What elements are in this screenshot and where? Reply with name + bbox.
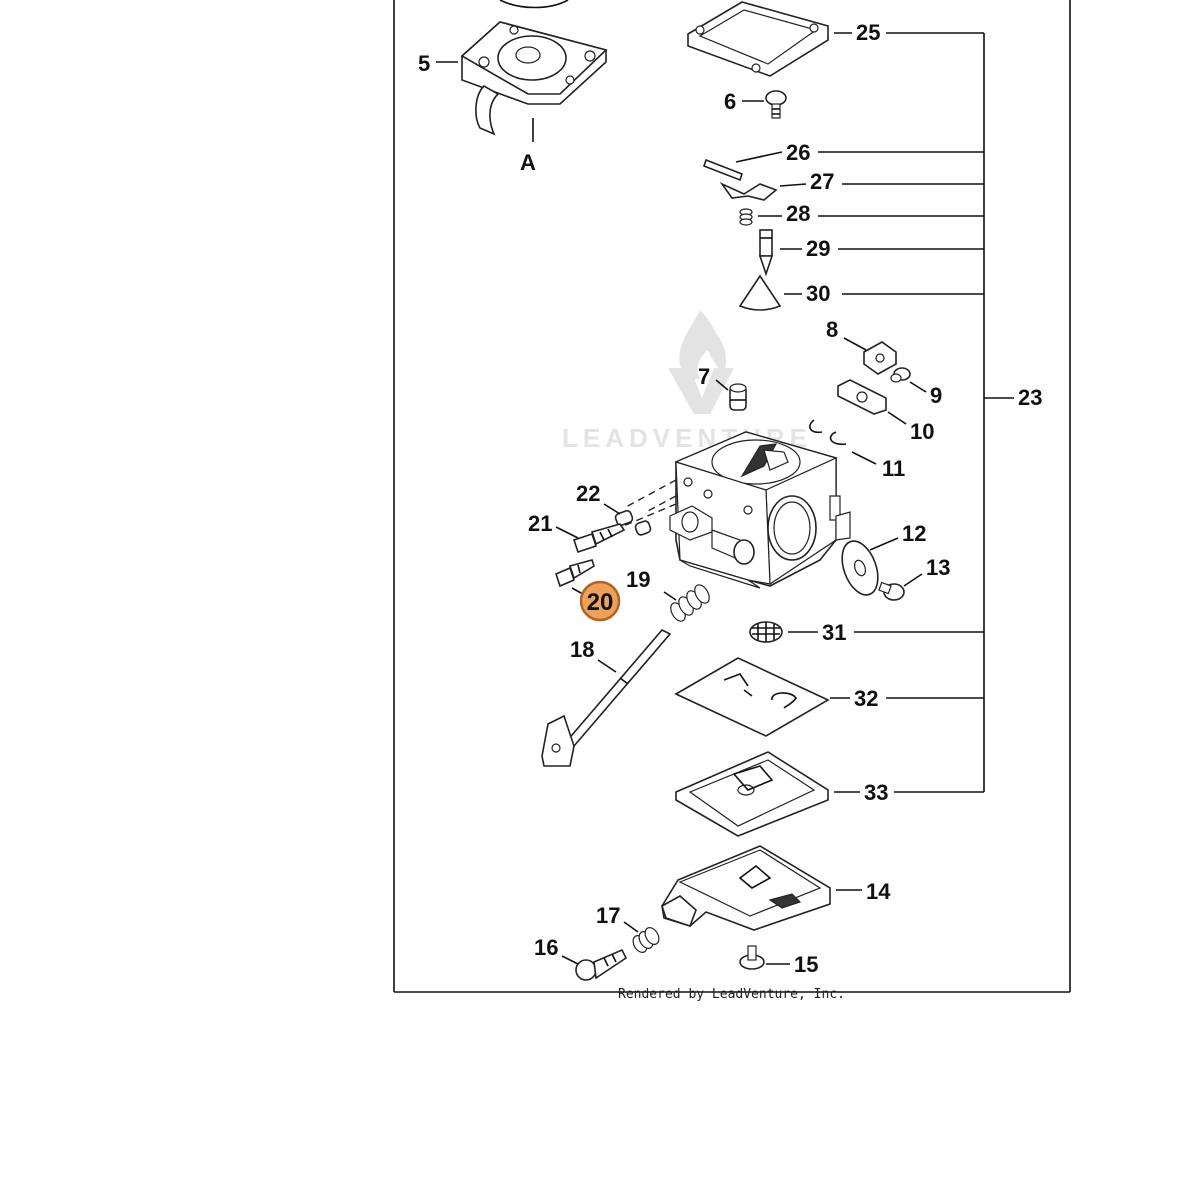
label-9: 9 bbox=[930, 383, 942, 408]
diagram-frame bbox=[393, 0, 1071, 993]
part-5-pump-cover[interactable] bbox=[460, 0, 608, 136]
label-8: 8 bbox=[826, 317, 838, 342]
label-16: 16 bbox=[534, 935, 558, 960]
part-31-filter-screen[interactable] bbox=[749, 621, 783, 643]
label-6: 6 bbox=[724, 89, 736, 114]
part-16-screw[interactable] bbox=[575, 948, 628, 981]
part-33-diaphragm[interactable] bbox=[675, 751, 829, 837]
part-18-throttle-shaft[interactable] bbox=[541, 629, 672, 767]
label-5: 5 bbox=[418, 51, 430, 76]
label-7: 7 bbox=[698, 364, 710, 389]
part-27-lever[interactable] bbox=[719, 182, 778, 201]
part-25-gasket[interactable] bbox=[687, 1, 829, 77]
part-15-screw[interactable] bbox=[739, 945, 765, 970]
carburetor-body[interactable] bbox=[669, 431, 851, 589]
part-17-spring[interactable] bbox=[630, 925, 661, 955]
part-6-screw[interactable] bbox=[765, 90, 787, 119]
part-32-gasket[interactable] bbox=[674, 657, 830, 737]
highlight-badge-20[interactable]: 20 bbox=[579, 580, 621, 622]
label-11: 11 bbox=[882, 456, 905, 481]
label-22: 22 bbox=[576, 481, 600, 506]
leadventure-watermark: LEADVENTURE bbox=[562, 310, 807, 453]
label-15: 15 bbox=[794, 952, 818, 977]
part-22-sleeve[interactable] bbox=[614, 509, 652, 536]
label-26: 26 bbox=[786, 140, 810, 165]
label-14: 14 bbox=[866, 879, 891, 904]
label-31: 31 bbox=[822, 620, 846, 645]
render-credit: Rendered by LeadVenture, Inc. bbox=[618, 987, 845, 1002]
part-10-gasket[interactable] bbox=[837, 379, 887, 415]
part-7-plug[interactable] bbox=[729, 383, 747, 411]
part-8-fitting[interactable] bbox=[863, 341, 897, 375]
label-32: 32 bbox=[854, 686, 878, 711]
part-26-pin[interactable] bbox=[703, 158, 743, 182]
label-18: 18 bbox=[570, 637, 594, 662]
part-19-spring[interactable] bbox=[668, 582, 712, 623]
part-11-clips[interactable] bbox=[809, 419, 847, 446]
label-29: 29 bbox=[806, 236, 830, 261]
label-27: 27 bbox=[810, 169, 834, 194]
part-28-spring[interactable] bbox=[739, 208, 753, 226]
label-30: 30 bbox=[806, 281, 830, 306]
label-13: 13 bbox=[926, 555, 950, 580]
label-33: 33 bbox=[864, 780, 888, 805]
part-29-inlet-needle[interactable] bbox=[758, 229, 774, 277]
part-21-adjust-screw[interactable] bbox=[572, 523, 626, 554]
callout-a: A bbox=[520, 150, 536, 175]
label-17: 17 bbox=[596, 903, 620, 928]
part-9-screw[interactable] bbox=[890, 367, 911, 383]
group-bracket-23 bbox=[983, 33, 1014, 792]
label-19: 19 bbox=[626, 567, 650, 592]
label-12: 12 bbox=[902, 521, 926, 546]
label-25: 25 bbox=[856, 20, 880, 45]
label-23: 23 bbox=[1018, 385, 1042, 410]
part-20-adjust-screw[interactable] bbox=[555, 559, 595, 588]
part-30-cone[interactable] bbox=[738, 274, 782, 311]
label-10: 10 bbox=[910, 419, 934, 444]
part-13-screw[interactable] bbox=[878, 581, 905, 601]
part-14-pump-cover[interactable] bbox=[661, 845, 831, 931]
label-20: 20 bbox=[587, 589, 614, 616]
part-12-disc[interactable] bbox=[835, 536, 884, 600]
label-28: 28 bbox=[786, 201, 810, 226]
label-21: 21 bbox=[528, 511, 552, 536]
